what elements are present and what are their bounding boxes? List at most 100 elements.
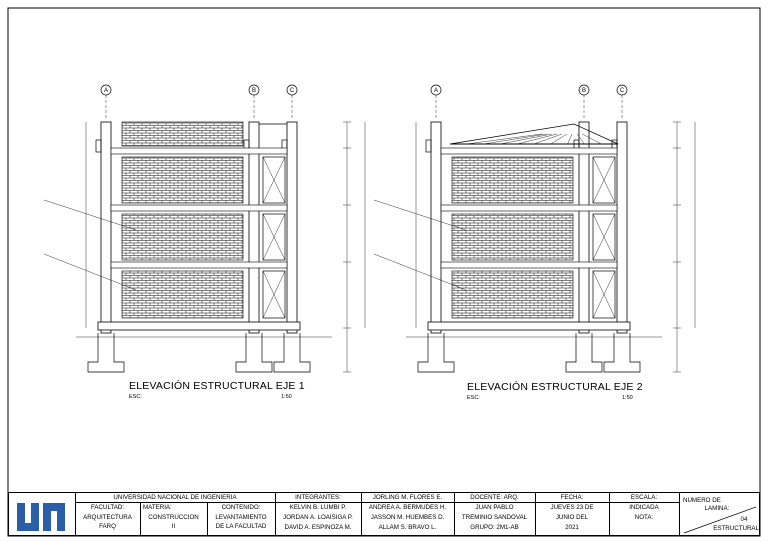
members-label: INTEGRANTES: xyxy=(295,494,341,501)
university-name: UNIVERSIDAD NACIONAL DE INGENIERIA xyxy=(113,494,237,501)
beam xyxy=(110,204,288,212)
axis-label-c: C xyxy=(290,88,295,94)
scale-prefix-eje-2: ESC: xyxy=(467,395,480,401)
content-value-2: DE LA FACULTAD xyxy=(215,523,267,530)
date-2: JUNIO DEL xyxy=(555,514,589,521)
content-label: CONTENIDO: xyxy=(221,504,261,511)
column xyxy=(286,121,298,334)
footing xyxy=(417,333,455,373)
opening xyxy=(262,270,286,319)
member-5: ANDREA A. BERMUDES H. xyxy=(368,504,447,511)
beam xyxy=(110,147,288,155)
sheet-type: ESTRUCTURAL xyxy=(713,525,759,532)
masonry-panel xyxy=(451,156,574,204)
elevation-2: A B C xyxy=(373,84,696,373)
scale-value: INDICADA xyxy=(629,504,659,511)
masonry-panel xyxy=(121,270,244,319)
scale-value-eje-2: 1:50 xyxy=(622,395,633,401)
column-notch xyxy=(95,139,102,153)
masonry-panel xyxy=(451,213,574,261)
truss-web xyxy=(517,133,558,145)
sheet-divider xyxy=(683,506,757,534)
faculty-value-2: FARQ xyxy=(99,523,116,530)
scale-label: ESCALA: xyxy=(630,494,658,501)
footing xyxy=(235,333,273,373)
truss-web xyxy=(483,133,547,145)
beam xyxy=(440,147,618,155)
teacher-name-2: TREMINIO SANDOVAL xyxy=(461,514,528,521)
opening xyxy=(592,156,616,204)
column xyxy=(430,121,442,334)
footing xyxy=(87,333,125,373)
opening-cross xyxy=(262,270,286,319)
masonry-panel xyxy=(121,156,244,204)
opening-cross xyxy=(262,213,286,261)
truss-web xyxy=(576,133,585,145)
drawing-title-eje-2: ELEVACIÓN ESTRUCTURAL EJE 2 xyxy=(467,381,643,393)
date-3: 2021 xyxy=(565,524,579,531)
uni-logo xyxy=(9,493,75,535)
axis-label-b: B xyxy=(252,88,256,94)
axis-label-a: A xyxy=(104,88,108,94)
elevation-1: A B C xyxy=(43,84,366,373)
opening-cross xyxy=(592,156,616,204)
sheet-number-label-2: LAMINA: xyxy=(704,505,730,512)
column xyxy=(100,121,112,334)
faculty-value-1: ARQUITECTURA xyxy=(83,514,132,521)
truss-web xyxy=(567,133,573,145)
teacher-label: DOCENTE: ARQ. xyxy=(470,494,519,501)
column-notch xyxy=(425,139,432,153)
truss-web xyxy=(466,133,542,145)
opening-cross xyxy=(592,213,616,261)
opening xyxy=(262,156,286,204)
parapet-wall xyxy=(121,121,244,147)
truss-web xyxy=(500,133,552,145)
member-7: ALLAM S. BRAVO L. xyxy=(378,524,437,531)
subject-label: MATERIA: xyxy=(143,504,172,511)
foundation-beam xyxy=(97,321,301,331)
opening-cross xyxy=(592,270,616,319)
column xyxy=(248,121,260,334)
member-6: JASSON M. HUEMBES D. xyxy=(370,514,445,521)
teacher-name-1: JUAN PABLO xyxy=(475,504,514,511)
subject-value-2: II xyxy=(171,523,176,530)
column xyxy=(616,121,628,334)
masonry-panel xyxy=(121,213,244,261)
member-1: KELVIN B. LUMBI P. xyxy=(289,504,347,511)
footing xyxy=(603,333,641,373)
column xyxy=(578,121,590,334)
opening xyxy=(262,213,286,261)
axis-label-b: B xyxy=(582,88,586,94)
sheet-number: 04 xyxy=(740,516,748,523)
faculty-label: FACULTAD: xyxy=(90,504,125,511)
beam xyxy=(110,261,288,269)
member-2: JORDAN A. LOAISIGA P. xyxy=(283,514,353,521)
member-3: DAVID A. ESPINOZA M. xyxy=(284,524,352,531)
opening xyxy=(592,270,616,319)
truss-web xyxy=(550,133,568,145)
group: GRUPO: 2M1-AB xyxy=(470,524,519,531)
title-block: UNIVERSIDAD NACIONAL DE INGENIERIA FACUL… xyxy=(8,492,760,536)
leader xyxy=(373,253,467,291)
masonry-panel xyxy=(451,270,574,319)
opening-cross xyxy=(262,156,286,204)
roof-truss xyxy=(449,123,619,145)
drawing-title-eje-1: ELEVACIÓN ESTRUCTURAL EJE 1 xyxy=(129,380,305,392)
date-label: FECHA: xyxy=(560,494,584,501)
foundation-beam xyxy=(427,321,631,331)
beam xyxy=(440,204,618,212)
sheet-border xyxy=(7,7,761,537)
subject-value-1: CONSTRUCCION xyxy=(148,514,199,521)
truss-web xyxy=(582,133,602,145)
scale-value-eje-1: 1:50 xyxy=(281,394,292,400)
leader xyxy=(373,199,467,231)
note-label: NOTA: xyxy=(634,514,654,521)
beam xyxy=(440,261,618,269)
scale-prefix-eje-1: ESC: xyxy=(129,394,142,400)
sheet-number-label-1: NUMERO DE xyxy=(683,497,721,504)
axis-label-a: A xyxy=(434,88,438,94)
axis-label-c: C xyxy=(620,88,625,94)
content-value-1: LEVANTAMIENTO xyxy=(215,514,267,521)
